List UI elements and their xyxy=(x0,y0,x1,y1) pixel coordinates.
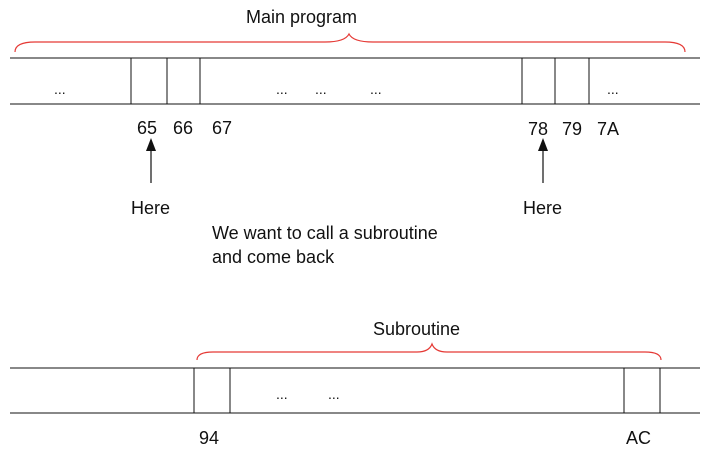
address-65: 65 xyxy=(137,118,158,138)
note-line-2: and come back xyxy=(212,247,335,267)
main-program-strip xyxy=(10,57,700,105)
address-67: 67 xyxy=(212,118,233,138)
address-94: 94 xyxy=(199,428,220,448)
sub-ellipsis-1: ... xyxy=(276,386,288,402)
here-label-right: Here xyxy=(523,198,563,218)
address-79: 79 xyxy=(562,119,583,139)
note-line-1: We want to call a subroutine xyxy=(212,223,438,243)
subroutine-brace xyxy=(196,342,662,361)
here-label-left: Here xyxy=(131,198,171,218)
address-66: 66 xyxy=(173,118,194,138)
main-ellipsis-1: ... xyxy=(54,81,66,97)
main-program-label: Main program xyxy=(246,7,358,27)
main-ellipsis-4: ... xyxy=(370,81,382,97)
main-program-brace xyxy=(14,32,686,53)
subroutine-strip xyxy=(10,367,700,414)
arrow-here-right xyxy=(538,138,548,183)
sub-ellipsis-2: ... xyxy=(328,386,340,402)
subroutine-label: Subroutine xyxy=(373,319,461,339)
address-AC: AC xyxy=(626,428,652,448)
arrow-here-left xyxy=(146,138,156,183)
main-ellipsis-2: ... xyxy=(276,81,288,97)
main-ellipsis-3: ... xyxy=(315,81,327,97)
address-78: 78 xyxy=(528,119,549,139)
address-7A: 7A xyxy=(597,119,620,139)
main-ellipsis-5: ... xyxy=(607,81,619,97)
